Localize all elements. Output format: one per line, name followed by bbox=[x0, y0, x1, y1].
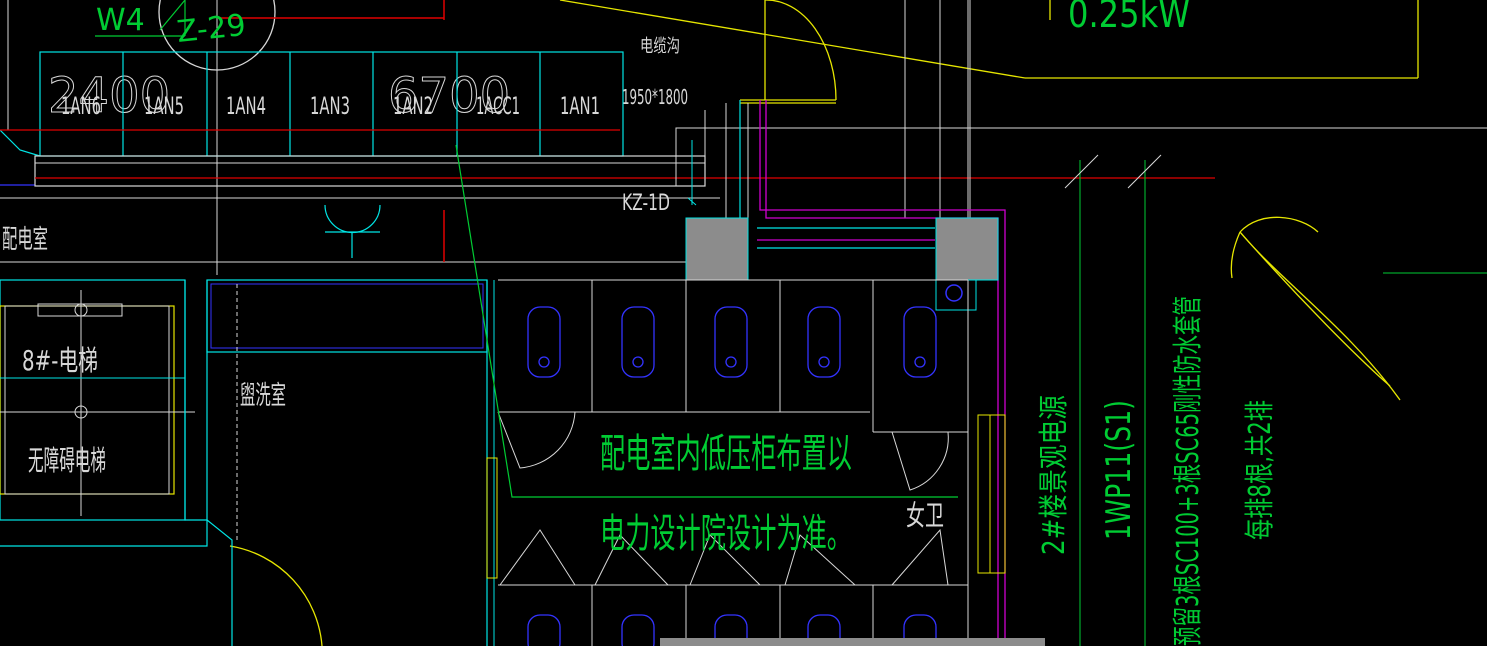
power-rating-label: 0.25kW bbox=[1068, 0, 1190, 36]
elevator-label-accessible: 无障碍电梯 bbox=[28, 444, 106, 477]
door-symbol bbox=[324, 204, 381, 258]
low-voltage-cabinet-row bbox=[0, 51, 624, 157]
grid-area-top-left bbox=[0, 0, 720, 275]
room-label-substation: 配电室 bbox=[2, 225, 48, 255]
grid-label-w4: W4 bbox=[96, 3, 145, 38]
note-leader-line bbox=[455, 144, 958, 498]
dimension-2400: 2400 bbox=[48, 68, 170, 124]
cabinet-label-1an5: 1AN5 bbox=[144, 92, 184, 120]
elevator-label-8: 8#-电梯 bbox=[22, 344, 98, 377]
yellow-annotation-lines bbox=[229, 0, 1419, 646]
room-label-washroom: 盥洗室 bbox=[240, 381, 286, 411]
dimension-6700: 6700 bbox=[388, 68, 510, 124]
cabinet-label-1an1: 1AN1 bbox=[560, 92, 600, 120]
cabinet-label-1an6: 1AN6 bbox=[61, 92, 101, 120]
structural-column bbox=[935, 217, 999, 281]
note-text-line1: 配电室内低压柜布置以 bbox=[600, 431, 852, 477]
cabinet-label-1an2: 1AN2 bbox=[393, 92, 433, 120]
structure-lines bbox=[725, 0, 1487, 646]
circuit-label: 1WP11(S1) bbox=[1099, 400, 1139, 540]
axis-label-z29: Z-29 bbox=[175, 8, 247, 50]
floor-strip bbox=[660, 638, 1045, 646]
cable-trench bbox=[0, 110, 1487, 206]
cabinet-label-1an4: 1AN4 bbox=[226, 92, 266, 120]
cable-trench-size: 1950*1800 bbox=[622, 85, 688, 109]
conduit-note-line2: 每排8根,共2排 bbox=[1243, 400, 1278, 540]
cable-trench-label: 电缆沟 bbox=[640, 36, 680, 57]
washroom-area bbox=[206, 279, 498, 646]
note-text-line2: 电力设计院设计为准。 bbox=[600, 511, 852, 557]
structural-column bbox=[685, 217, 749, 281]
drain-pipe-icon bbox=[945, 284, 963, 302]
column-label-kz1d: KZ-1D bbox=[622, 191, 670, 216]
urinal-fixtures bbox=[527, 306, 937, 646]
elevator-shafts bbox=[0, 279, 208, 547]
landscape-power-label: 2#楼景观电源 bbox=[1037, 395, 1072, 555]
cabinet-label-1an3: 1AN3 bbox=[310, 92, 350, 120]
toilet-stalls bbox=[497, 279, 1006, 646]
conduit-note-line1: 预留3根SC100+3根SC65刚性防水套管 bbox=[1171, 296, 1206, 646]
cabinet-label-1acc1: 1ACC1 bbox=[476, 92, 520, 120]
room-label-womens-toilet: 女卫 bbox=[906, 499, 944, 532]
